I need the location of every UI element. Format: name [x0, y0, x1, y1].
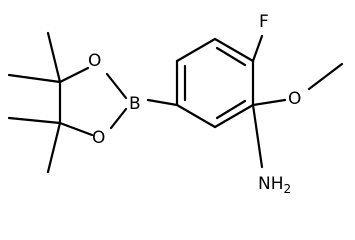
ring-double-bond-c3-c4	[215, 99, 247, 120]
bond-oxygen-bottom-carbon	[58, 121, 94, 137]
bond-oxygen-top-carbon	[58, 66, 90, 84]
atom-label-oxygen-top: O	[88, 51, 101, 71]
bond-boron-oxygen-bottom	[109, 107, 128, 130]
atom-label-boron: B	[129, 94, 141, 114]
bond-ring-boron	[146, 98, 179, 107]
benzene-ring	[175, 37, 255, 129]
ring-bond-c6-c1	[175, 37, 217, 63]
ring-double-bond-c1-c2	[215, 46, 247, 67]
atom-label-hydrogen-count: 2	[284, 182, 292, 196]
atom-label-methoxy-oxygen: O	[288, 89, 301, 109]
atom-label-fluorine: F	[259, 12, 269, 32]
methyl-bond-upper-left	[7, 73, 62, 84]
methyl-bond-upper-up	[46, 31, 62, 84]
bond-methoxy-oxygen-methyl	[307, 62, 344, 91]
molecule-drawing: B O O F O NH2	[7, 12, 344, 196]
ring-bond-c4-c5	[175, 103, 217, 129]
dioxaborolane-ring	[58, 66, 128, 137]
ring-bond-c3-c4	[213, 103, 255, 129]
bond-ring-methoxy-oxygen	[251, 98, 287, 107]
bond-ring-nitrogen	[251, 103, 264, 169]
structure-canvas: B O O F O NH2	[7, 12, 344, 196]
bond-ring-fluorine	[251, 34, 264, 63]
atom-label-nitrogen: NH2	[258, 174, 291, 196]
ring-bond-c1-c2	[213, 37, 255, 63]
bond-boron-oxygen-top	[105, 72, 128, 100]
atom-label-nitrogen-symbol: N	[258, 174, 271, 194]
atom-label-hydrogen: H	[271, 174, 284, 194]
atom-label-oxygen-bottom: O	[92, 128, 105, 148]
methyl-bond-lower-left	[7, 116, 62, 125]
methyl-bond-lower-down	[46, 121, 62, 174]
